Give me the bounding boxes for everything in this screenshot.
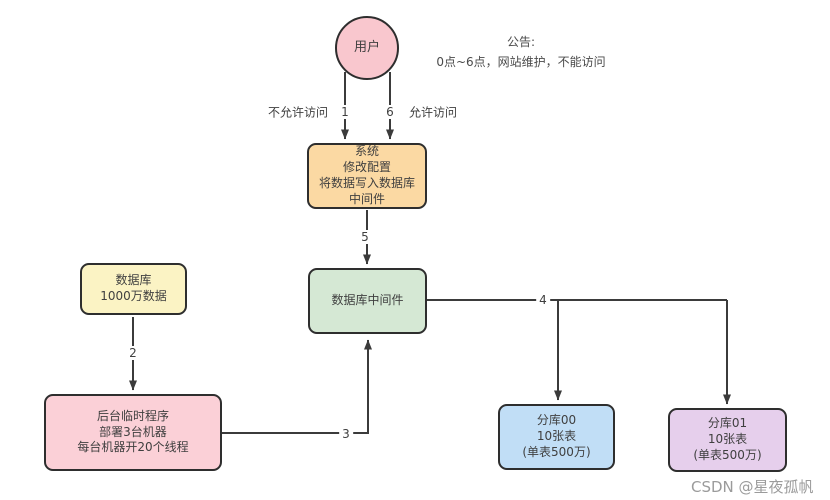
node-database-line: 1000万数据 — [100, 289, 167, 303]
announcement-text: 公告: 0点~6点，网站维护，不能访问 — [416, 33, 626, 73]
edge-label-step2: 2 — [126, 346, 140, 360]
edge-label-allow: 允许访问 — [405, 103, 461, 121]
edge-label-step4: 4 — [536, 293, 550, 307]
node-shard01: 分库01 10张表 (单表500万) — [668, 408, 787, 472]
node-system-line: 中间件 — [348, 191, 385, 206]
node-shard00: 分库00 10张表 (单表500万) — [498, 404, 615, 470]
node-system-line: 修改配置 — [342, 160, 391, 175]
node-database-line: 数据库 — [115, 273, 152, 288]
node-shard01-line: 10张表 — [707, 432, 748, 447]
node-system-line: 系统 — [354, 144, 379, 159]
node-shard00-line: (单表500万) — [522, 444, 591, 459]
edge-label-step6: 6 — [383, 105, 397, 119]
edge-label-step3: 3 — [339, 427, 353, 441]
node-database: 数据库 1000万数据 — [80, 263, 187, 315]
node-backend-program: 后台临时程序 部署3台机器 每台机器开20个线程 — [44, 394, 222, 471]
edge-backend-to-middleware-arrow — [222, 339, 372, 434]
node-backend-line: 部署3台机器 — [99, 424, 167, 439]
node-shard01-line: 分库01 — [707, 416, 748, 431]
node-middleware-label: 数据库中间件 — [331, 293, 404, 308]
announcement-detail: 0点~6点，网站维护，不能访问 — [436, 54, 606, 69]
csdn-watermark: CSDN @星夜孤帆 — [691, 478, 814, 496]
edge-label-step1: 1 — [338, 105, 352, 119]
node-user: 用户 — [335, 16, 399, 80]
node-system: 系统 修改配置 将数据写入数据库 中间件 — [307, 143, 427, 209]
node-shard00-line: 10张表 — [536, 429, 577, 444]
announcement-title: 公告: — [506, 35, 536, 49]
node-middleware: 数据库中间件 — [308, 268, 427, 334]
edge-label-step5: 5 — [358, 230, 372, 244]
node-user-label: 用户 — [353, 40, 380, 56]
edge-label-deny: 不允许访问 — [264, 103, 332, 121]
node-shard00-line: 分库00 — [536, 413, 577, 428]
node-backend-line: 每台机器开20个线程 — [77, 440, 189, 455]
node-shard01-line: (单表500万) — [693, 447, 762, 462]
node-backend-line: 后台临时程序 — [96, 408, 169, 423]
node-system-line: 将数据写入数据库 — [318, 176, 415, 190]
